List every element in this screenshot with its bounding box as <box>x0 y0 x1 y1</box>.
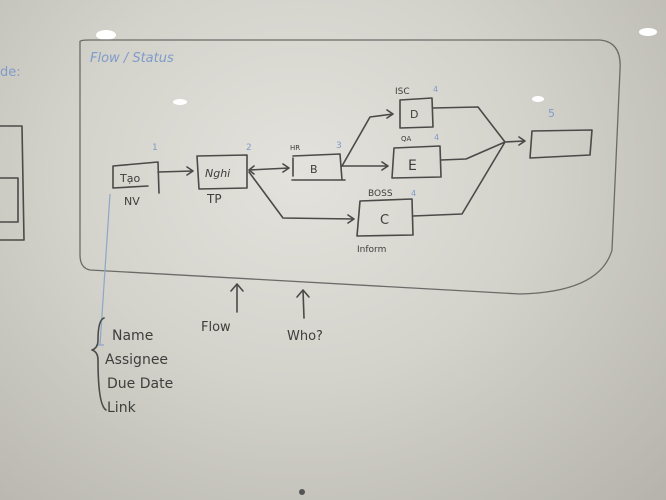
field-name: Name <box>112 328 153 344</box>
step-number: 4 <box>434 133 439 142</box>
arrow <box>157 166 194 176</box>
arrow <box>248 163 290 175</box>
node-boss-label: C <box>380 213 389 228</box>
node-qa-role: QA <box>401 135 412 143</box>
node-hr <box>291 153 346 181</box>
node-isc-role: ISC <box>395 87 410 97</box>
up-arrow <box>296 289 310 319</box>
node-boss-role: BOSS <box>368 189 393 199</box>
node-create-caption: NV <box>124 195 140 208</box>
node-hr-label: B <box>310 163 318 176</box>
light-glare <box>639 28 657 36</box>
merge-arrows <box>412 106 526 217</box>
who-annotation: Who? <box>287 329 323 344</box>
light-glare <box>532 96 544 102</box>
light-glare <box>96 30 116 40</box>
node-create-label: Tạo <box>119 172 140 185</box>
node-approve-caption: TP <box>206 192 222 206</box>
node-approve <box>196 154 248 190</box>
node-final <box>529 129 593 159</box>
edge-text: de: <box>0 65 21 80</box>
up-arrow <box>230 283 244 313</box>
step-number: 1 <box>152 143 158 153</box>
node-boss <box>356 198 414 237</box>
field-due-date: Due Date <box>107 376 173 392</box>
diagram-title: Flow / Status <box>90 51 174 66</box>
brace <box>91 317 107 411</box>
step-number: 2 <box>246 143 252 153</box>
blue-pointer-line <box>96 193 111 346</box>
flow-annotation: Flow <box>201 320 231 335</box>
step-number: 4 <box>433 85 438 94</box>
node-approve-label: Nghi <box>205 167 230 180</box>
diagram-frame <box>79 39 621 295</box>
node-isc <box>399 97 434 129</box>
step-number: 4 <box>411 189 416 198</box>
step-number: 3 <box>336 141 342 151</box>
node-qa <box>391 145 442 179</box>
field-link: Link <box>107 400 137 416</box>
arrow <box>341 161 389 171</box>
node-create <box>112 161 160 194</box>
board-screw <box>299 489 305 495</box>
arrow <box>341 109 394 167</box>
light-glare <box>173 99 187 105</box>
field-assignee: Assignee <box>105 352 168 368</box>
node-isc-label: D <box>410 108 418 121</box>
arrow <box>248 171 355 224</box>
step-number: 5 <box>548 107 555 120</box>
node-boss-caption: Inform <box>357 245 386 255</box>
node-hr-role: HR <box>290 144 300 152</box>
partial-sketch <box>0 125 25 241</box>
node-qa-label: E <box>408 158 417 174</box>
